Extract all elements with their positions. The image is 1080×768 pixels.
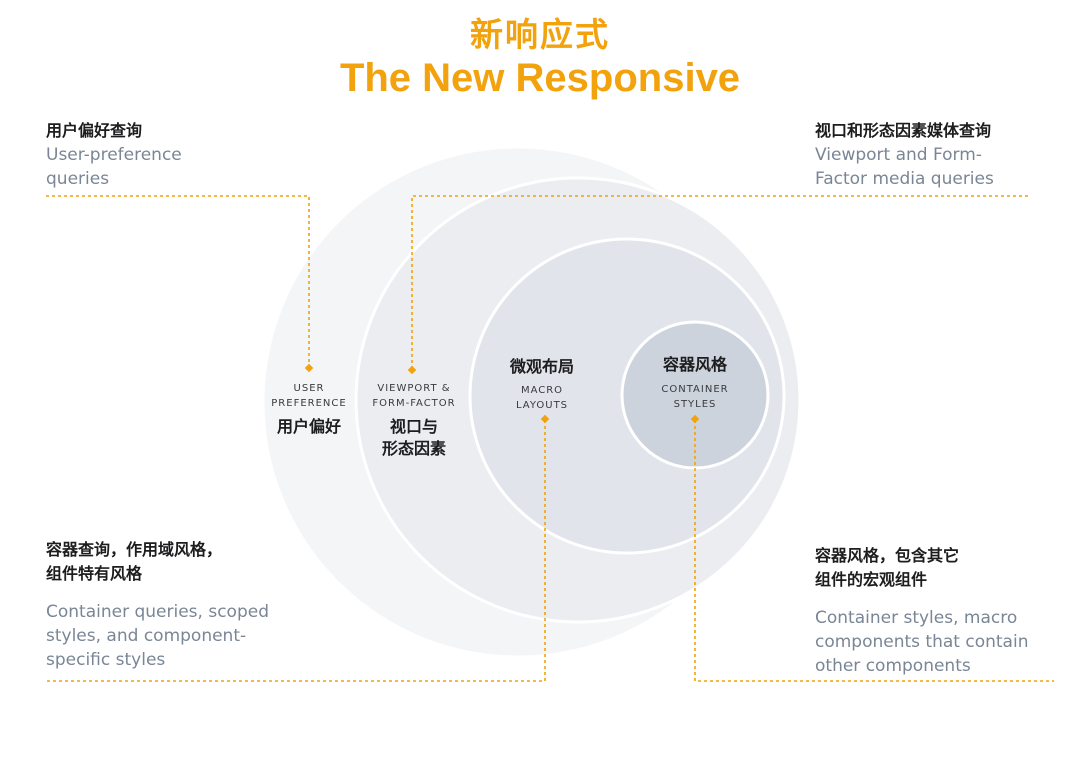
container-styles-zh: 容器风格 xyxy=(662,355,727,374)
ring-label-viewport: VIEWPORT & FORM-FACTOR 视口与 形态因素 xyxy=(334,381,494,460)
viewport-zh-2: 形态因素 xyxy=(381,439,446,458)
macro-layouts-caption-2: LAYOUTS xyxy=(515,400,569,411)
annotation-container-queries-en-1: Container queries, scoped xyxy=(46,602,269,622)
annotation-user-preference-en-2: queries xyxy=(46,169,110,189)
dot-viewport xyxy=(407,365,417,375)
annotation-container-styles-en-3: other components xyxy=(815,656,971,676)
annotation-viewport-zh: 视口和形态因素媒体查询 xyxy=(815,121,992,140)
annotation-container-queries-zh-1: 容器查询，作用域风格， xyxy=(46,540,223,559)
annotation-container-queries-en-2: styles, and component- xyxy=(46,626,247,646)
annotation-container-queries-zh-2: 组件特有风格 xyxy=(46,564,143,583)
macro-layouts-caption-1: MACRO xyxy=(520,385,564,396)
macro-layouts-zh: 微观布局 xyxy=(509,357,574,376)
container-styles-caption-2: STYLES xyxy=(673,399,717,410)
user-preference-zh: 用户偏好 xyxy=(276,417,341,436)
title-chinese: 新响应式 xyxy=(470,15,610,54)
connector-container-styles xyxy=(694,420,1054,682)
viewport-zh-1: 视口与 xyxy=(389,417,438,436)
annotation-viewport: 视口和形态因素媒体查询 Viewport and Form- Factor me… xyxy=(815,119,1055,191)
title-english: The New Responsive xyxy=(339,56,741,100)
user-preference-caption-1: USER xyxy=(293,383,325,394)
ring-label-user-preference: USER PREFERENCE 用户偏好 xyxy=(229,381,389,438)
annotation-container-styles-zh-1: 容器风格，包含其它 xyxy=(815,546,960,565)
annotation-container-styles-en-2: components that contain xyxy=(815,632,1029,652)
user-preference-caption-2: PREFERENCE xyxy=(271,398,347,409)
dot-container-styles xyxy=(690,414,700,424)
viewport-caption-2: FORM-FACTOR xyxy=(372,398,456,409)
annotation-container-queries: 容器查询，作用域风格， 组件特有风格 Container queries, sc… xyxy=(46,538,346,672)
annotation-user-preference: 用户偏好查询 User-preference queries xyxy=(46,119,346,191)
annotation-container-styles: 容器风格，包含其它 组件的宏观组件 Container styles, macr… xyxy=(815,544,1055,678)
annotation-viewport-en-2: Factor media queries xyxy=(815,169,994,189)
connector-macro-layouts xyxy=(46,420,546,682)
dot-user-preference xyxy=(304,363,314,373)
annotation-user-preference-en-1: User-preference xyxy=(46,145,182,165)
annotation-user-preference-zh: 用户偏好查询 xyxy=(46,121,143,140)
connector-viewport xyxy=(411,195,1028,370)
annotation-viewport-en-1: Viewport and Form- xyxy=(815,145,982,165)
annotation-container-styles-en-1: Container styles, macro xyxy=(815,608,1018,628)
container-styles-caption-1: CONTAINER xyxy=(661,384,729,395)
page-title: 新响应式 The New Responsive xyxy=(0,14,1080,100)
viewport-caption-1: VIEWPORT & xyxy=(377,383,451,394)
annotation-container-queries-en-3: specific styles xyxy=(46,650,166,670)
ring-label-container-styles: 容器风格 CONTAINER STYLES xyxy=(615,354,775,412)
annotation-container-styles-zh-2: 组件的宏观组件 xyxy=(815,570,928,589)
ring-label-macro-layouts: 微观布局 MACRO LAYOUTS xyxy=(462,356,622,413)
dot-macro-layouts xyxy=(540,414,550,424)
